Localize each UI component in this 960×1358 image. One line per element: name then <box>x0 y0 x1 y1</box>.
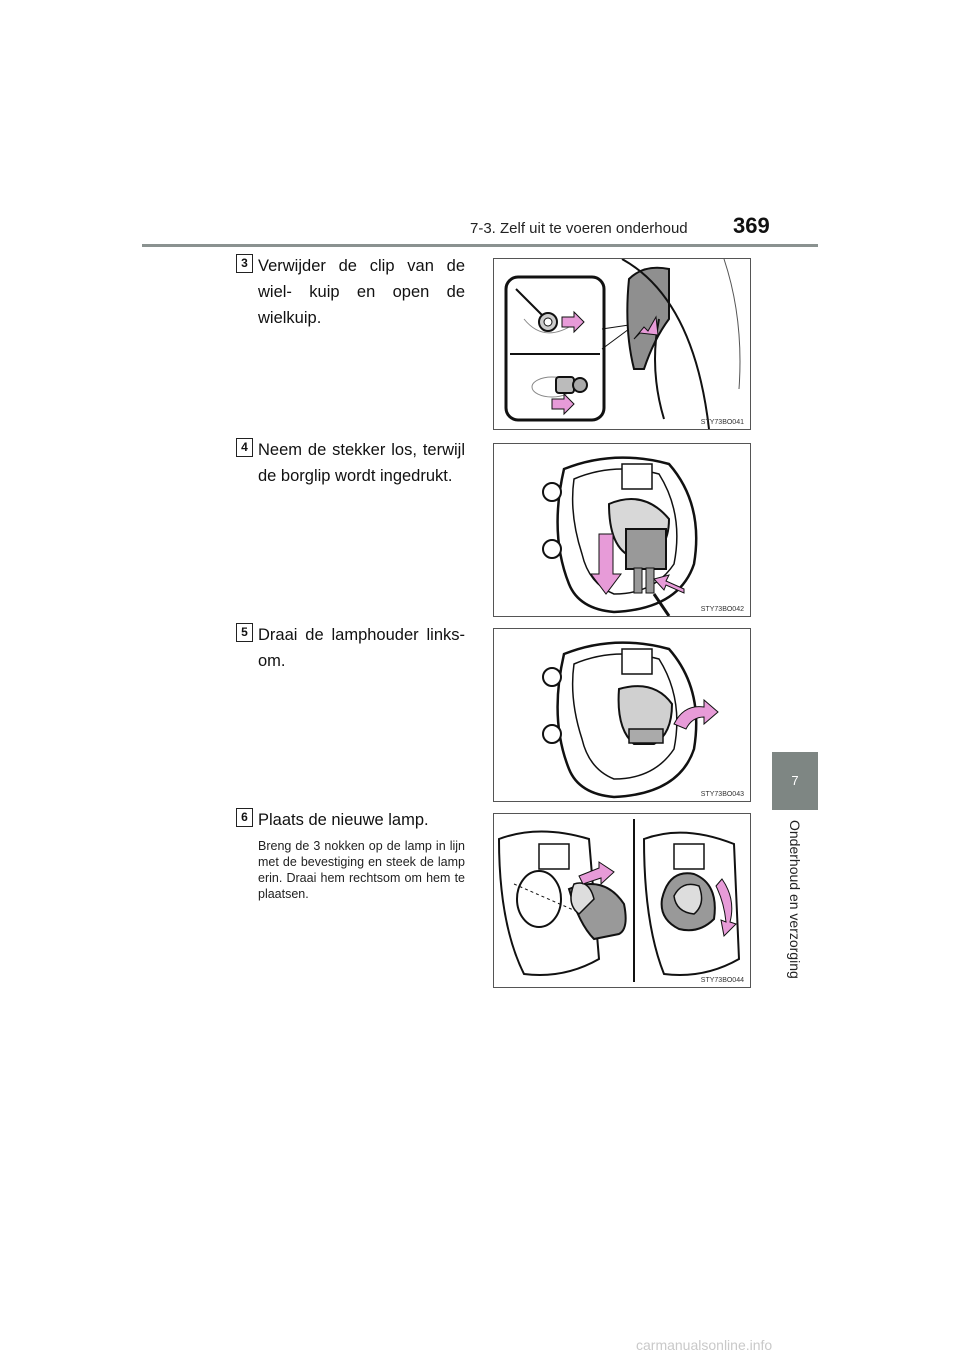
page-number: 369 <box>733 213 770 238</box>
step-text-5: Draai de lamphouder links- om. <box>258 626 465 670</box>
figure-bulb-holder-turn: STY73BO043 <box>493 628 751 802</box>
figure-connector-release: STY73BO042 <box>493 443 751 617</box>
chapter-label: Onderhoud en verzorging <box>787 820 803 979</box>
watermark-text: carmanualsonline.info <box>636 1337 773 1353</box>
figure-code: STY73BO042 <box>700 606 744 613</box>
step-number-3: 3 <box>236 254 253 273</box>
running-header-title: 7-3. Zelf uit te voeren onderhoud <box>470 220 688 237</box>
figure-code: STY73BO044 <box>700 977 744 984</box>
step-text-6: Plaats de nieuwe lamp. <box>258 811 429 829</box>
figure-new-bulb-install: STY73BO044 <box>493 813 751 988</box>
figure-code: STY73BO043 <box>700 791 744 798</box>
step-number-5: 5 <box>236 623 253 642</box>
step-text-3: Verwijder de clip van de wiel- kuip en o… <box>258 257 465 327</box>
figure-code: STY73BO041 <box>700 419 744 426</box>
step-text-4: Neem de stekker los, terwijl de borglip … <box>258 441 465 485</box>
step-number-4: 4 <box>236 438 253 457</box>
step-number-6: 6 <box>236 808 253 827</box>
header-divider <box>142 244 818 247</box>
chapter-tab: 7 <box>772 752 818 810</box>
step-subtext-6: Breng de 3 nokken op de lamp in lijn met… <box>258 839 465 901</box>
figure-wheel-housing-clip: STY73BO041 <box>493 258 751 430</box>
